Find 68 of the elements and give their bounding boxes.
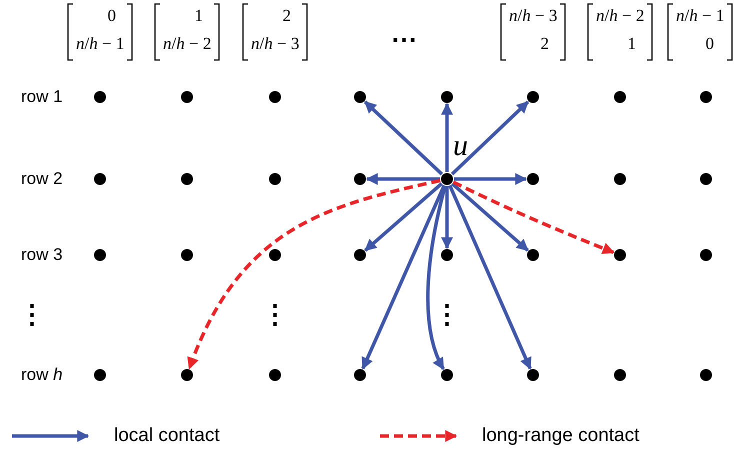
grid-dot xyxy=(354,91,366,103)
row-label: row 2 xyxy=(21,169,63,189)
grid-dot xyxy=(700,91,712,103)
arrow xyxy=(188,178,441,370)
grid-dot xyxy=(700,249,712,261)
grid-dot xyxy=(614,173,626,185)
grid-dot xyxy=(441,249,453,261)
grid-dot xyxy=(354,249,366,261)
grid-dot xyxy=(441,369,453,381)
grid-dot xyxy=(700,369,712,381)
row-label: row 1 xyxy=(21,87,63,107)
ellipsis: ⋮ xyxy=(434,305,460,325)
matrix-entry: 2 xyxy=(282,6,291,26)
matrix-entry: n/h − 2 xyxy=(163,34,212,54)
matrix-entry: n/h − 3 xyxy=(509,6,558,26)
grid-dot xyxy=(354,173,366,185)
arrow xyxy=(364,182,443,252)
arrow xyxy=(448,184,532,370)
grid-dot xyxy=(527,173,539,185)
row-label: row h xyxy=(21,365,63,385)
grid-dot xyxy=(269,369,281,381)
ellipsis: ⋮ xyxy=(262,305,288,325)
matrix-entry: n/h − 3 xyxy=(251,34,300,54)
grid-dot xyxy=(269,249,281,261)
matrix-entry: n/h − 1 xyxy=(76,34,124,54)
arrow xyxy=(454,173,528,185)
grid-dot xyxy=(700,173,712,185)
grid-dot xyxy=(614,249,626,261)
grid-dot xyxy=(614,369,626,381)
matrix-entry: n/h − 1 xyxy=(676,6,724,26)
arrow xyxy=(361,184,446,370)
matrix-entry: n/h − 2 xyxy=(596,6,644,26)
grid-dot xyxy=(527,91,539,103)
grid-dot xyxy=(441,91,453,103)
ellipsis: ⋯ xyxy=(391,30,417,50)
ellipsis: ⋮ xyxy=(19,305,45,325)
grid-dot xyxy=(527,249,539,261)
matrix-entry: 1 xyxy=(194,6,203,26)
node-label: u xyxy=(453,131,468,161)
grid-dot xyxy=(354,369,366,381)
legend-text: local contact xyxy=(114,426,220,446)
arrow xyxy=(452,180,615,254)
arrow xyxy=(426,185,447,370)
arrow xyxy=(451,182,529,252)
arrow xyxy=(366,173,440,185)
grid-dot xyxy=(181,91,193,103)
grid-dot xyxy=(94,91,106,103)
arrow xyxy=(364,100,444,176)
grid-dot xyxy=(269,91,281,103)
matrix-entry: 1 xyxy=(628,34,636,54)
grid-dot xyxy=(181,249,193,261)
arrow xyxy=(441,102,453,172)
grid-dot xyxy=(181,173,193,185)
grid-dot xyxy=(181,369,193,381)
grid-dot xyxy=(94,369,106,381)
matrix-entry: 0 xyxy=(108,6,116,26)
grid-dot xyxy=(94,173,106,185)
grid-dot xyxy=(527,369,539,381)
matrix-entry: 2 xyxy=(540,34,549,54)
row-label: row 3 xyxy=(21,245,63,265)
matrix-entry: 0 xyxy=(706,34,714,54)
grid-dot xyxy=(441,173,453,185)
arrow xyxy=(441,186,453,250)
grid-dot xyxy=(614,91,626,103)
grid-dot xyxy=(94,249,106,261)
arrow xyxy=(450,100,530,176)
grid-dot xyxy=(269,173,281,185)
legend-text: long-range contact xyxy=(482,426,640,446)
